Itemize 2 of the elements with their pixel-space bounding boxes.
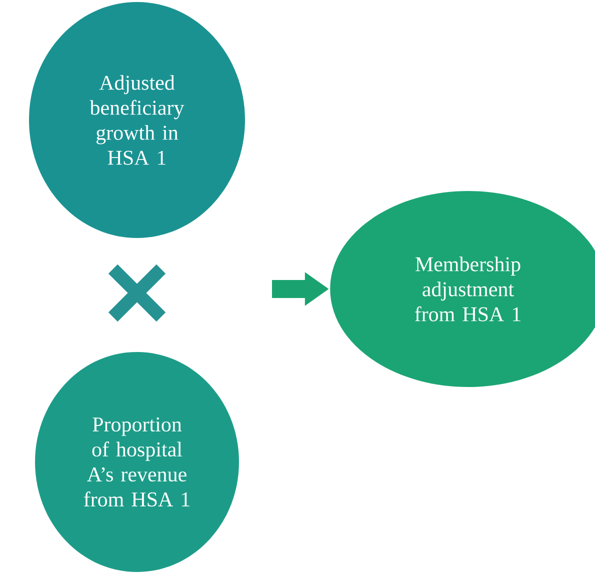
ellipse-node: Proportion of hospital A’s revenue from HSA 1 xyxy=(35,352,239,572)
ellipse-node: Adjusted beneficiary growth in HSA 1 xyxy=(29,2,245,238)
